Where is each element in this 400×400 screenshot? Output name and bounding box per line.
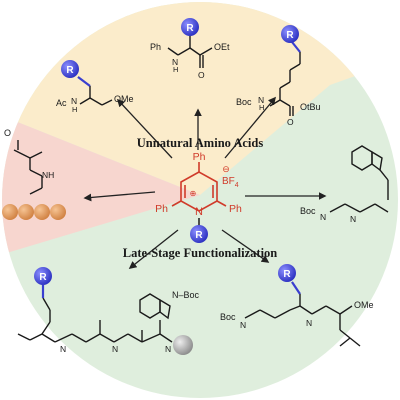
- product-top-right: R Boc N H OtBu O: [236, 25, 321, 127]
- svg-text:R: R: [283, 269, 291, 280]
- svg-text:OMe: OMe: [354, 300, 374, 310]
- n-boc-label: N–Boc: [172, 290, 200, 300]
- product-bottom-right: R Boc N N OMe: [220, 264, 374, 347]
- svg-text:H: H: [259, 103, 264, 112]
- ph-left-label: Ph: [155, 203, 168, 215]
- arrow-bottom-left: [128, 229, 179, 269]
- product-left: O NH: [2, 128, 66, 220]
- svg-text:O: O: [287, 117, 294, 127]
- svg-text:N: N: [172, 57, 178, 67]
- r-circle-top-right: [281, 25, 299, 43]
- svg-text:N: N: [60, 344, 66, 354]
- svg-text:Boc: Boc: [300, 206, 316, 216]
- reaction-arrows: [83, 96, 327, 269]
- product-bottom-left: R N–Boc N N N: [17, 267, 200, 355]
- svg-text:OEt: OEt: [214, 42, 230, 52]
- bead-4: [50, 204, 66, 220]
- bead-1: [2, 204, 18, 220]
- svg-text:OtBu: OtBu: [300, 102, 321, 112]
- ph-right-label: Ph: [229, 203, 242, 215]
- svg-text:Ph: Ph: [150, 42, 161, 52]
- r-circle-bottom-left: [34, 267, 52, 285]
- svg-text:R: R: [186, 23, 194, 34]
- svg-text:R: R: [195, 230, 203, 241]
- svg-text:NH: NH: [42, 170, 54, 180]
- svg-text:N: N: [240, 320, 246, 330]
- ac-label: Ac: [56, 98, 67, 108]
- top-sector: [2, 2, 398, 195]
- arrow-bottom-right: [221, 229, 270, 263]
- product-top-middle: R Ph N H OEt O: [150, 18, 230, 80]
- top-section-title: Unnatural Amino Acids: [137, 136, 264, 150]
- svg-text:N: N: [306, 318, 312, 328]
- svg-text:N: N: [112, 344, 118, 354]
- ph-top-label: Ph: [193, 151, 206, 163]
- svg-text:Boc: Boc: [220, 312, 236, 322]
- product-top-left: R Ac N H OMe: [56, 60, 134, 114]
- bead-3: [34, 204, 50, 220]
- arrow-top-right: [224, 96, 276, 159]
- arrow-top-left: [116, 98, 173, 159]
- r-circle-top-left: [61, 60, 79, 78]
- plus-charge: ⊕: [190, 189, 197, 198]
- resin-bead: [173, 335, 193, 355]
- n-plus-label: N: [195, 206, 203, 218]
- pyridinium-reagent: Ph Ph Ph N ⊕ ⊖ BF4 R: [155, 151, 242, 243]
- bead-chain: [2, 204, 66, 220]
- ome-label: OMe: [114, 94, 134, 104]
- svg-text:Boc: Boc: [236, 97, 252, 107]
- arrow-left: [83, 191, 156, 202]
- svg-text:N: N: [258, 95, 264, 105]
- svg-text:N: N: [165, 344, 171, 354]
- r-circle-bottom-right: [278, 264, 296, 282]
- bf4-label: BF4: [222, 176, 239, 189]
- minus-charge: ⊖: [222, 164, 230, 174]
- svg-text:H: H: [173, 65, 178, 74]
- svg-text:H: H: [72, 105, 77, 114]
- left-sector: [2, 115, 200, 255]
- svg-text:N: N: [350, 214, 356, 224]
- svg-text:O: O: [4, 128, 11, 138]
- bead-2: [18, 204, 34, 220]
- svg-text:N: N: [320, 212, 326, 222]
- bottom-section-title: Late-Stage Functionalization: [123, 246, 278, 260]
- svg-text:R: R: [66, 65, 74, 76]
- product-right: Boc N N: [300, 145, 389, 224]
- r-circle-center: [190, 225, 208, 243]
- svg-text:N: N: [71, 96, 77, 106]
- svg-text:O: O: [198, 70, 205, 80]
- svg-text:R: R: [286, 30, 294, 41]
- r-circle-top-middle: [181, 18, 199, 36]
- svg-text:R: R: [39, 272, 47, 283]
